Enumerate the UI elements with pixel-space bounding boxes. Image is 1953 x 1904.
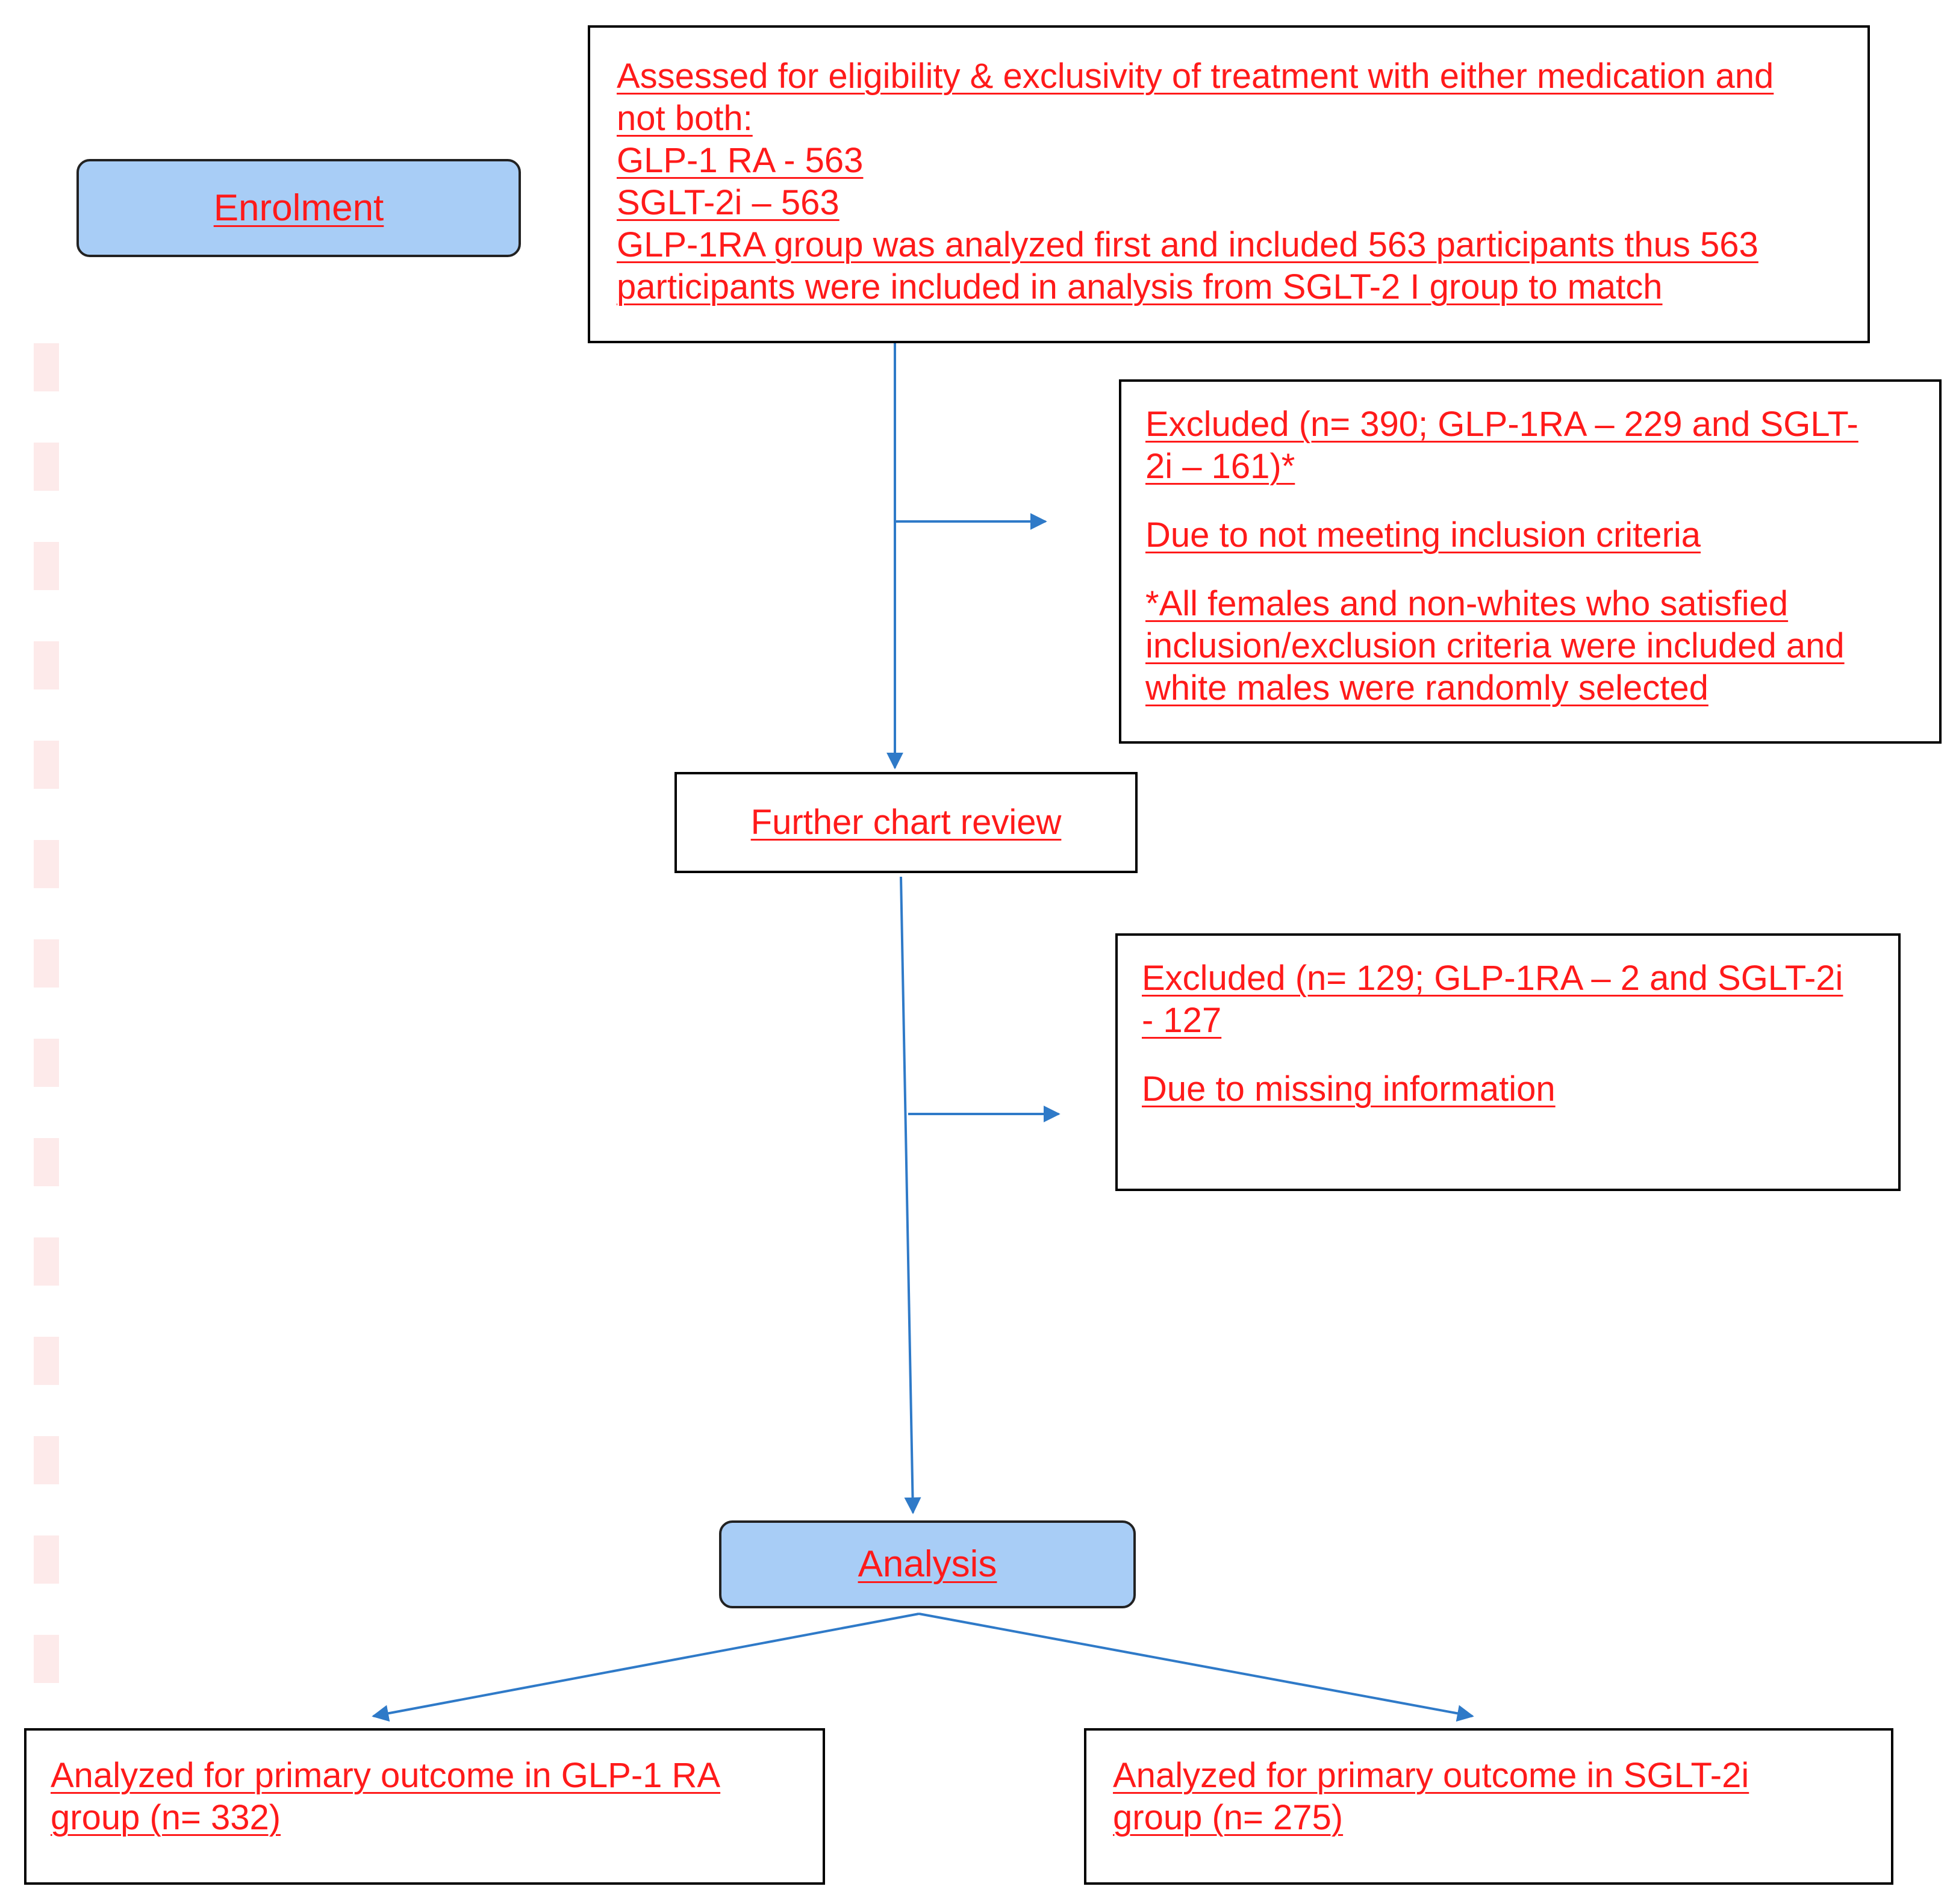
excluded-1-line: 2i – 161)* [1145, 447, 1295, 486]
excluded-1-line: Excluded (n= 390; GLP-1RA – 229 and SGLT… [1145, 405, 1858, 444]
assessed-box: Assessed for eligibility & exclusivity o… [588, 25, 1870, 343]
excluded-2-reason: Due to missing information [1142, 1069, 1556, 1109]
outcome-sglt2-line: Analyzed for primary outcome in SGLT-2i [1113, 1756, 1749, 1795]
outcome-sglt2-line: group (n= 275) [1113, 1798, 1344, 1837]
margin-mark [34, 741, 59, 789]
assessed-line: GLP-1 RA - 563 [617, 141, 864, 180]
review-label: Further chart review [750, 803, 1062, 842]
arrow-to-sglt2-outcome [918, 1613, 1474, 1722]
excluded-2-line: - 127 [1142, 1001, 1222, 1040]
excluded-box-1: Excluded (n= 390; GLP-1RA – 229 and SGLT… [1119, 379, 1942, 744]
excluded-1-note: inclusion/exclusion criteria were includ… [1145, 626, 1845, 665]
margin-mark [34, 542, 59, 590]
analysis-stage: Analysis [719, 1520, 1136, 1608]
excluded-2-line: Excluded (n= 129; GLP-1RA – 2 and SGLT-2… [1142, 959, 1843, 998]
outcome-glp1-box: Analyzed for primary outcome in GLP-1 RA… [24, 1728, 825, 1885]
assessed-line: GLP-1RA group was analyzed first and inc… [617, 225, 1758, 264]
margin-mark [34, 343, 59, 391]
excluded-1-note: *All females and non-whites who satisfie… [1145, 584, 1789, 623]
arrow-review-to-analysis [900, 876, 921, 1514]
analysis-label: Analysis [858, 1543, 997, 1585]
margin-mark [34, 443, 59, 491]
margin-mark [34, 1138, 59, 1186]
margin-mark [34, 1039, 59, 1087]
enrolment-stage: Enrolment [76, 159, 521, 257]
margin-mark [34, 1635, 59, 1683]
enrolment-label: Enrolment [213, 187, 384, 229]
margin-mark [34, 939, 59, 988]
assessed-line: participants were included in analysis f… [617, 267, 1663, 306]
margin-mark [34, 1237, 59, 1286]
arrow-to-glp1-outcome [372, 1613, 920, 1722]
assessed-line: Assessed for eligibility & exclusivity o… [617, 57, 1774, 96]
assessed-line: SGLT-2i – 563 [617, 183, 839, 222]
outcome-glp1-line: group (n= 332) [51, 1798, 281, 1837]
margin-mark [34, 1337, 59, 1385]
margin-mark [34, 641, 59, 689]
excluded-1-note: white males were randomly selected [1145, 668, 1708, 708]
review-box: Further chart review [674, 772, 1138, 873]
assessed-line: not both: [617, 99, 753, 138]
margin-mark [34, 1535, 59, 1584]
outcome-sglt2-box: Analyzed for primary outcome in SGLT-2i … [1084, 1728, 1893, 1885]
excluded-1-reason: Due to not meeting inclusion criteria [1145, 515, 1701, 555]
outcome-glp1-line: Analyzed for primary outcome in GLP-1 RA [51, 1756, 721, 1795]
margin-mark [34, 840, 59, 888]
margin-mark [34, 1436, 59, 1484]
excluded-box-2: Excluded (n= 129; GLP-1RA – 2 and SGLT-2… [1115, 933, 1901, 1191]
